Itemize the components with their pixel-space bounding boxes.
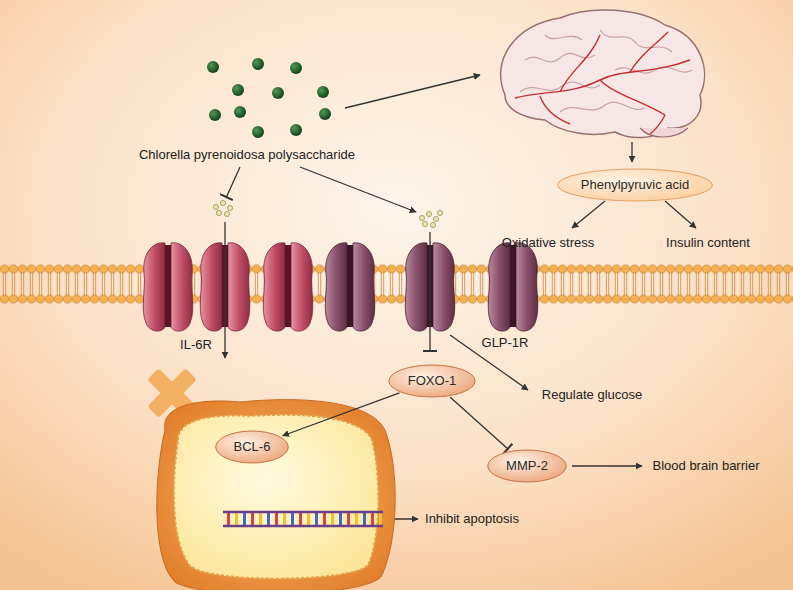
connector-arrow	[283, 393, 400, 436]
effect-label: Insulin content	[664, 235, 752, 251]
dna	[223, 512, 383, 526]
compound-label: Chlorella pyrenoidosa polysaccharide	[137, 147, 357, 163]
brain	[501, 10, 705, 138]
node-text: BCL-6	[234, 439, 271, 455]
cell-nucleus	[157, 400, 395, 590]
connectors	[283, 393, 509, 450]
receptor-label: IL-6R	[178, 337, 214, 353]
ligand-dots	[213, 200, 442, 227]
molecule-ellipse: MMP-2	[487, 449, 567, 483]
molecule-ellipse: BCL-6	[215, 430, 289, 464]
receptor-label: GLP-1R	[480, 335, 531, 351]
effect-label: Regulate glucose	[540, 387, 644, 403]
node-text: FOXO-1	[408, 373, 456, 389]
molecule-ellipse: Phenylpyruvic acid	[556, 168, 714, 202]
effect-label: Oxidative stress	[500, 235, 596, 251]
node-text: MMP-2	[506, 458, 548, 474]
receptors	[143, 243, 537, 331]
node-text: Phenylpyruvic acid	[581, 177, 689, 193]
molecule-ellipse: FOXO-1	[388, 364, 476, 398]
connector-arrow	[450, 397, 509, 449]
effect-label: Blood brain barrier	[651, 458, 762, 474]
cell-membrane	[0, 264, 793, 304]
polysaccharide-dots	[207, 58, 331, 138]
effect-label: Inhibit apoptosis	[423, 511, 521, 527]
